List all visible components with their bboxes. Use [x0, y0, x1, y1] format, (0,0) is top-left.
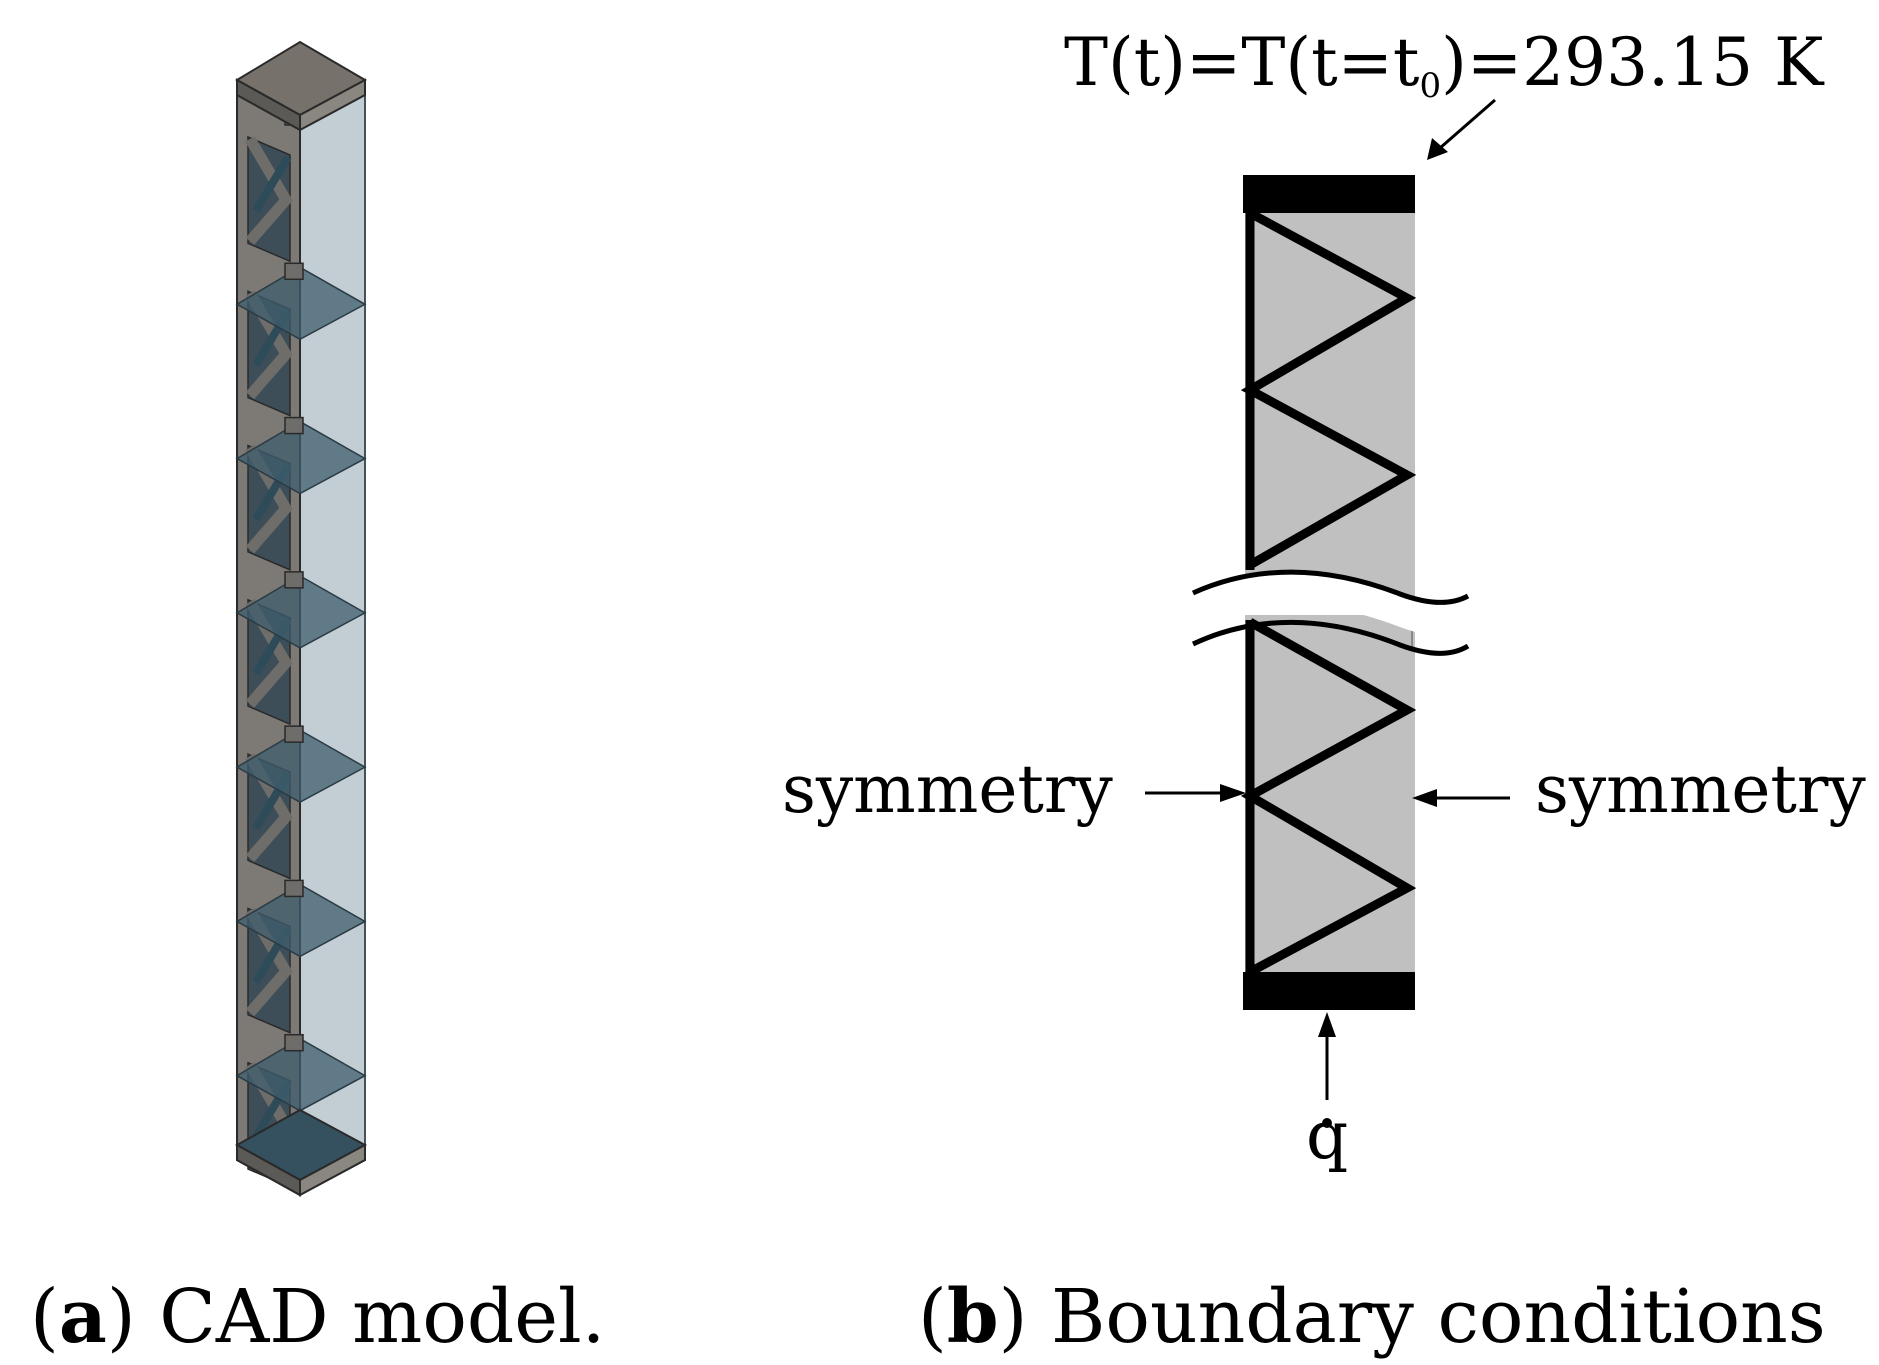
bottom-cap [234, 1108, 368, 1197]
core-upper [1245, 175, 1415, 605]
q-dot-marker [1322, 1118, 1332, 1128]
lattice-cell [235, 571, 367, 726]
truss-zigzag-upper [1240, 209, 1417, 569]
lattice-cell [235, 416, 367, 571]
top-cap [235, 40, 368, 132]
caption-text-b: Boundary conditions [1051, 1274, 1826, 1360]
cad-model-lattice-column [234, 40, 368, 1197]
caption-panel-b: (b) Boundary conditions [918, 1274, 1826, 1360]
break-gap [1195, 572, 1470, 636]
top-arrow [1427, 98, 1496, 160]
left-symmetry-arrow [1145, 784, 1246, 802]
caption-panel-a: (a) CAD model. [30, 1274, 606, 1360]
lattice-cell [235, 725, 367, 880]
heat-flux-label: q [1306, 1097, 1348, 1174]
break-line-bottom [1191, 619, 1470, 656]
boundary-conditions-diagram: T(t)=T(t=t0)=293.15 K symmetry symmetry … [782, 24, 1866, 1174]
heat-flux-arrow [1318, 1012, 1336, 1100]
top-temperature-condition: T(t)=T(t=t0)=293.15 K [1064, 24, 1825, 106]
caption-tag-b: b [946, 1274, 999, 1360]
right-symmetry-arrow [1412, 789, 1510, 807]
caption-tag-a: a [58, 1274, 107, 1360]
cad-cells [235, 108, 367, 1189]
lattice-cell [235, 879, 367, 1034]
left-symmetry-label: symmetry [782, 751, 1113, 828]
caption-text-a: CAD model. [159, 1274, 606, 1360]
lattice-cell [235, 262, 367, 417]
truss-zigzag-lower [1240, 618, 1417, 976]
right-symmetry-label: symmetry [1535, 751, 1866, 828]
top-plate [1243, 175, 1415, 213]
bottom-plate [1243, 972, 1415, 1010]
break-line-top [1191, 569, 1470, 605]
